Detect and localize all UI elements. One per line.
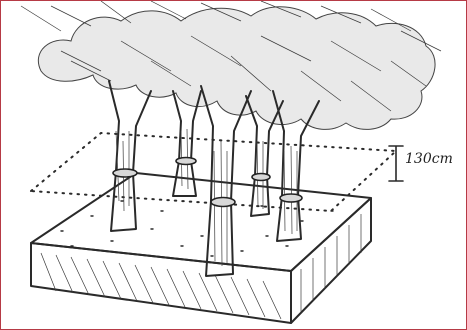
trunk-band (176, 158, 196, 165)
trunk-band (252, 174, 270, 181)
soil-block (31, 173, 371, 323)
tree-front-left (109, 81, 151, 231)
trunk-band (211, 198, 235, 207)
trunk-band (113, 169, 137, 177)
height-measure: 130cm (389, 146, 453, 181)
trunk-band (280, 194, 302, 202)
tree-canopy (21, 1, 441, 129)
measurement-label: 130cm (405, 151, 453, 167)
